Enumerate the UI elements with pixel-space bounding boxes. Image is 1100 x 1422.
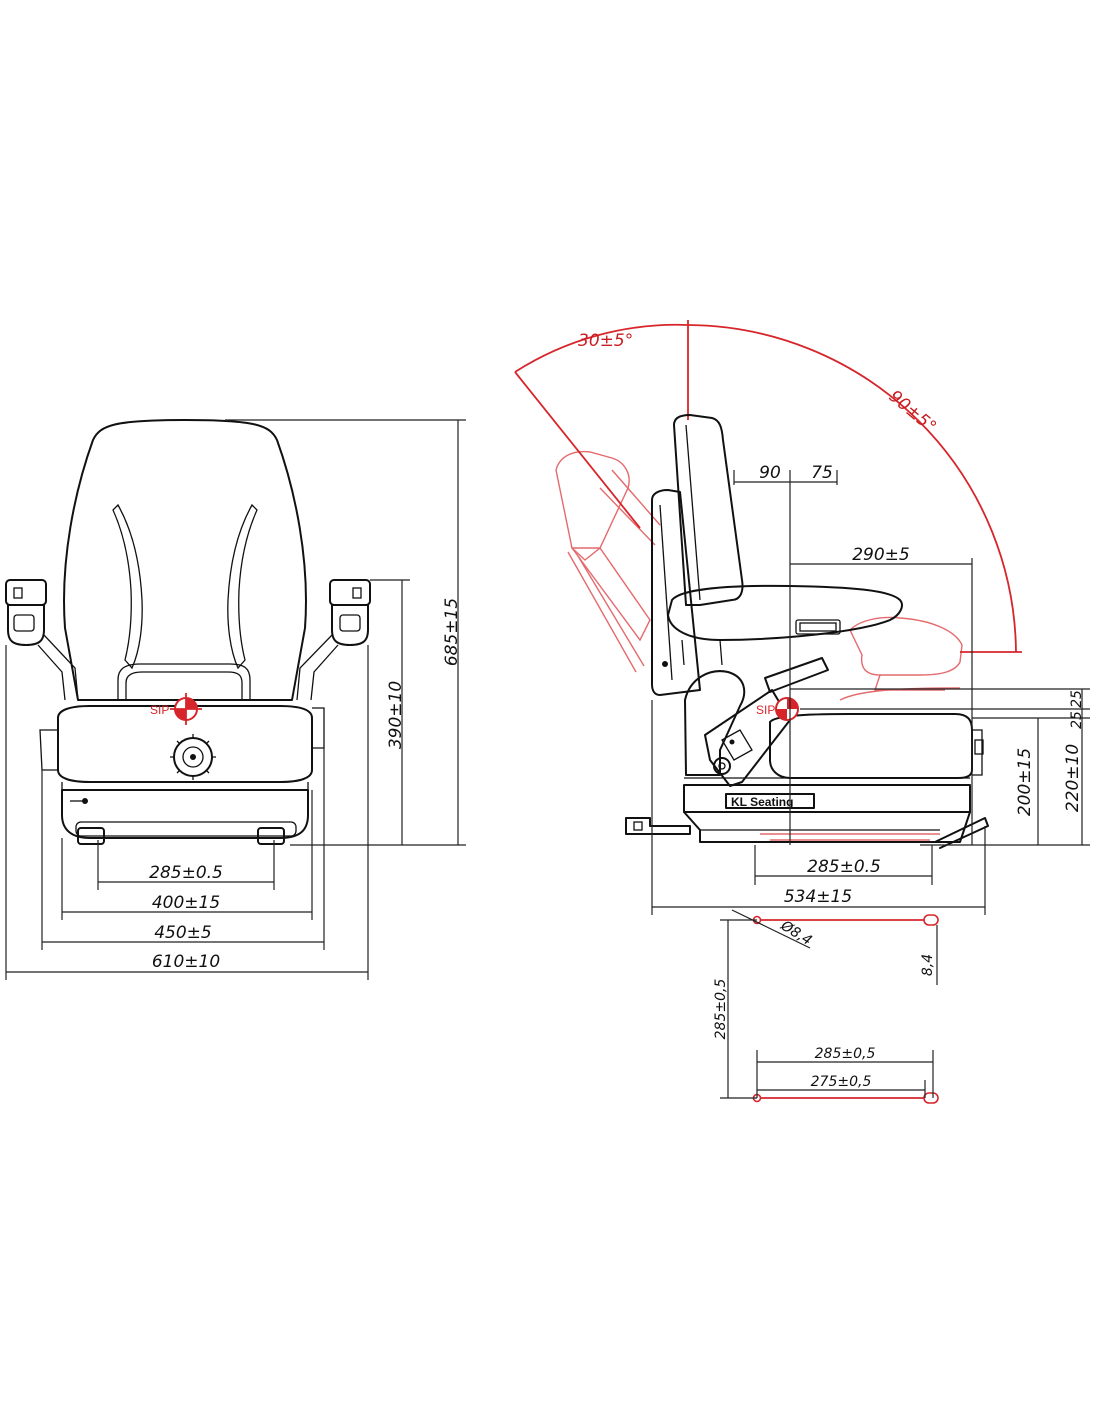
svg-text:285±0,5: 285±0,5 bbox=[713, 979, 729, 1040]
front-sip-marker: SIP bbox=[150, 693, 202, 725]
svg-text:285±0.5: 285±0.5 bbox=[149, 863, 223, 883]
front-dim-cushion: 450±5 bbox=[41, 748, 325, 950]
front-backrest-right-rib bbox=[227, 503, 258, 670]
side-ghost-armrest bbox=[839, 616, 963, 701]
svg-text:Ø8,4: Ø8,4 bbox=[777, 917, 815, 949]
mount-slot-front-right bbox=[923, 914, 939, 926]
svg-text:90: 90 bbox=[759, 463, 781, 483]
front-right-armrest bbox=[296, 579, 371, 701]
side-sip-marker: SIP bbox=[756, 697, 799, 721]
svg-text:534±15: 534±15 bbox=[784, 887, 852, 907]
side-backrest-shell bbox=[651, 489, 701, 696]
front-dim-overall: 610±10 bbox=[5, 645, 369, 980]
front-dim-rails: 285±0.5 bbox=[97, 840, 275, 890]
side-dim-backrest-offsets: 90 75 bbox=[733, 463, 838, 845]
side-ghost-reclined-backrest bbox=[555, 450, 661, 673]
side-recline-arcs: 30±5° 90±5° bbox=[514, 320, 1022, 653]
front-sip-label: SIP bbox=[150, 703, 169, 717]
front-left-armrest bbox=[5, 579, 79, 701]
front-backrest bbox=[63, 419, 307, 701]
svg-text:285±0.5: 285±0.5 bbox=[807, 857, 881, 877]
side-back-bracket bbox=[684, 670, 746, 776]
svg-text:25: 25 bbox=[1069, 711, 1085, 729]
front-backrest-left-rib bbox=[112, 503, 143, 670]
front-dim-armrest: 390±10 bbox=[370, 579, 410, 845]
svg-text:390±10: 390±10 bbox=[386, 681, 406, 749]
front-suspension-base bbox=[61, 789, 309, 839]
svg-text:290±5: 290±5 bbox=[852, 545, 910, 565]
side-dim-depth: 534±15 bbox=[651, 700, 986, 915]
mounting-pattern: 285±0,5 Ø8,4 8,4 285±0,5 275±0,5 bbox=[713, 909, 939, 1104]
side-sip-label: SIP bbox=[756, 703, 775, 717]
side-seat-belt bbox=[704, 657, 829, 787]
front-dim-height: 685±15 bbox=[225, 419, 466, 846]
svg-text:285±0,5: 285±0,5 bbox=[815, 1046, 876, 1062]
svg-text:220±10: 220±10 bbox=[1063, 744, 1083, 812]
side-armrest bbox=[667, 584, 903, 641]
side-dim-armrest-length: 290±5 bbox=[790, 545, 973, 845]
svg-text:30±5°: 30±5° bbox=[578, 331, 633, 351]
side-dim-rails: 285±0.5 bbox=[754, 845, 933, 885]
front-lumbar-panel bbox=[117, 663, 251, 700]
front-view: SIP 685±15 390±10 285±0.5 bbox=[5, 419, 466, 980]
svg-text:610±10: 610±10 bbox=[152, 952, 220, 972]
svg-text:75: 75 bbox=[811, 463, 833, 483]
svg-text:90±5°: 90±5° bbox=[885, 387, 940, 438]
svg-text:275±0,5: 275±0,5 bbox=[811, 1074, 872, 1090]
svg-text:200±15: 200±15 bbox=[1015, 748, 1035, 816]
side-view: 30±5° 90±5° bbox=[514, 320, 1090, 915]
front-weight-adjust-knob bbox=[170, 734, 216, 780]
front-seat-cushion bbox=[57, 705, 313, 783]
front-dim-base: 400±15 bbox=[61, 790, 313, 920]
side-backrest bbox=[673, 414, 744, 606]
mount-slot-back-right bbox=[923, 1092, 939, 1104]
svg-text:400±15: 400±15 bbox=[152, 893, 220, 913]
side-seat-cushion bbox=[769, 713, 973, 779]
svg-text:685±15: 685±15 bbox=[442, 598, 462, 666]
svg-text:450±5: 450±5 bbox=[154, 923, 212, 943]
svg-text:25: 25 bbox=[1069, 690, 1085, 708]
svg-text:8,4: 8,4 bbox=[920, 954, 936, 976]
side-dim-heights: 25 25 200±15 220±10 bbox=[790, 688, 1090, 846]
side-logo: KL Seating bbox=[731, 795, 793, 809]
